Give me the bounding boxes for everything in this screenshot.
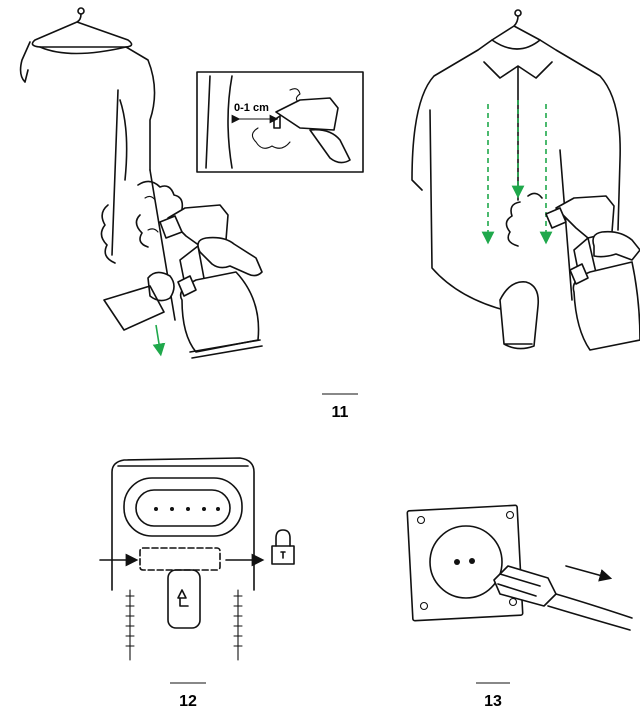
vent-dots bbox=[154, 507, 220, 511]
step-number-13: 13 bbox=[484, 693, 502, 710]
wall-socket-icon bbox=[407, 505, 523, 621]
steamer-device bbox=[160, 205, 262, 358]
downward-arrow bbox=[156, 325, 160, 350]
inset-distance-detail: 0-1 cm bbox=[197, 72, 363, 172]
padlock-icon bbox=[272, 530, 294, 564]
distance-label: 0-1 cm bbox=[234, 102, 269, 114]
steam-cloud-icon bbox=[506, 193, 542, 246]
lock-slider bbox=[140, 548, 220, 570]
panel-shirt-steaming bbox=[412, 10, 640, 350]
power-plug-icon bbox=[494, 566, 632, 630]
hand-holding-fabric bbox=[104, 272, 174, 330]
step-number-12: 12 bbox=[179, 693, 197, 710]
garment bbox=[21, 42, 155, 170]
steamer-device bbox=[546, 196, 640, 350]
hanger-icon bbox=[32, 8, 131, 47]
panel-lock-mechanism bbox=[100, 458, 294, 660]
nozzle-detail bbox=[274, 98, 338, 130]
panel-unplug bbox=[407, 505, 632, 630]
hanger-icon bbox=[492, 10, 540, 40]
handle-lock-switch bbox=[168, 570, 200, 628]
vent-panel bbox=[124, 478, 242, 536]
panel-vertical-steaming bbox=[21, 8, 262, 358]
hand bbox=[198, 238, 262, 276]
hand bbox=[593, 232, 640, 260]
pull-out-arrow bbox=[566, 566, 606, 577]
hand-holding-shirt bbox=[500, 282, 538, 349]
step-number-11: 11 bbox=[332, 404, 349, 421]
